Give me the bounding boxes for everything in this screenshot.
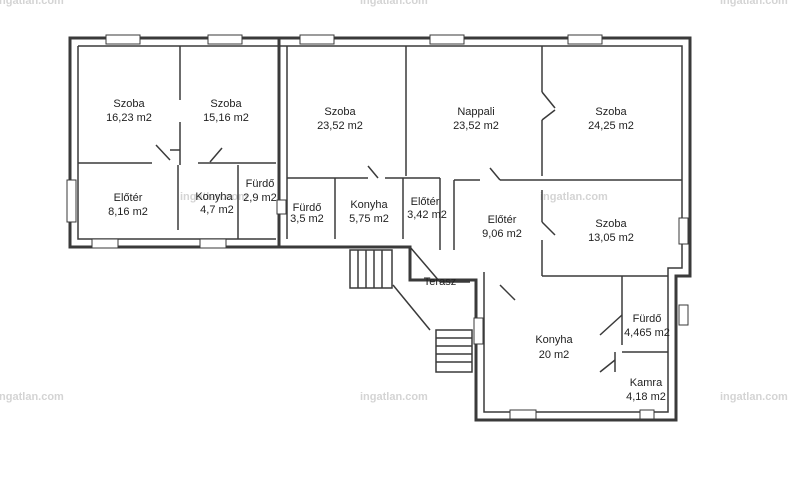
room-area: 20 m2 [539,349,570,361]
room-label: Fürdő 3,5 m2 [290,202,324,225]
room-area: 3,5 m2 [290,213,324,225]
room-label: Fürdő 2,9 m2 [243,178,277,204]
watermark-text: ingatlan.com [360,391,428,403]
room-labels: Szoba 16,23 m2 Szoba 15,16 m2 Előtér 8,1… [106,98,670,403]
room-area: 4,18 m2 [626,391,666,403]
room-label: Szoba 13,05 m2 [588,218,634,244]
watermark-text: ingatlan.com [540,191,608,203]
room-label: Előtér 3,42 m2 [407,196,447,221]
terrace-label: Terasz [424,276,456,288]
room-label: Szoba 23,52 m2 [317,106,363,132]
room-label: Szoba 16,23 m2 [106,98,152,124]
room-label: Konyha 4,7 m2 [195,191,233,216]
room-name: Előtér [488,214,517,226]
watermark-text: ingatlan.com [360,0,428,7]
room-label: Konyha 5,75 m2 [349,199,389,225]
watermark-text: ingatlan.com [720,0,788,7]
room-area: 9,06 m2 [482,228,522,240]
room-label: Fürdő 4,465 m2 [624,313,670,339]
stairs [349,249,473,373]
room-name: Szoba [595,106,627,118]
room-name: Konyha [350,199,388,211]
room-area: 23,52 m2 [453,120,499,132]
room-name: Szoba [324,106,356,118]
room-name: Kamra [630,377,663,389]
room-name: Előtér [411,196,440,208]
room-name: Nappali [457,106,494,118]
room-area: 23,52 m2 [317,120,363,132]
room-name: Konyha [535,334,573,346]
room-label: Kamra 4,18 m2 [626,377,666,403]
room-name: Fürdő [246,178,275,190]
room-label: Előtér 9,06 m2 [482,214,522,240]
room-label: Szoba 24,25 m2 [588,106,634,132]
room-area: 3,42 m2 [407,209,447,221]
room-area: 4,7 m2 [200,204,234,216]
windows [66,34,689,420]
room-name: Fürdő [293,202,322,214]
room-label: Előtér 8,16 m2 [108,192,148,218]
interior-walls [78,46,682,373]
room-area: 2,9 m2 [243,192,277,204]
room-name: Szoba [113,98,145,110]
room-area: 8,16 m2 [108,206,148,218]
watermark-text: ingatlan.com [0,391,64,403]
room-name: Konyha [195,191,233,203]
room-label: Konyha 20 m2 [535,334,573,361]
room-name: Fürdő [633,313,662,325]
room-area: 4,465 m2 [624,327,670,339]
room-area: 5,75 m2 [349,213,389,225]
room-area: 24,25 m2 [588,120,634,132]
room-area: 15,16 m2 [203,112,249,124]
watermark-text: ingatlan.com [720,391,788,403]
room-name: Előtér [114,192,143,204]
watermarks: ingatlan.com ingatlan.com ingatlan.com i… [0,0,788,403]
watermark-text: ingatlan.com [180,191,248,203]
room-name: Szoba [595,218,627,230]
room-area: 13,05 m2 [588,232,634,244]
watermark-text: ingatlan.com [0,0,64,7]
room-label: Szoba 15,16 m2 [203,98,249,124]
room-area: 16,23 m2 [106,112,152,124]
room-label: Nappali 23,52 m2 [453,106,499,132]
room-name: Szoba [210,98,242,110]
